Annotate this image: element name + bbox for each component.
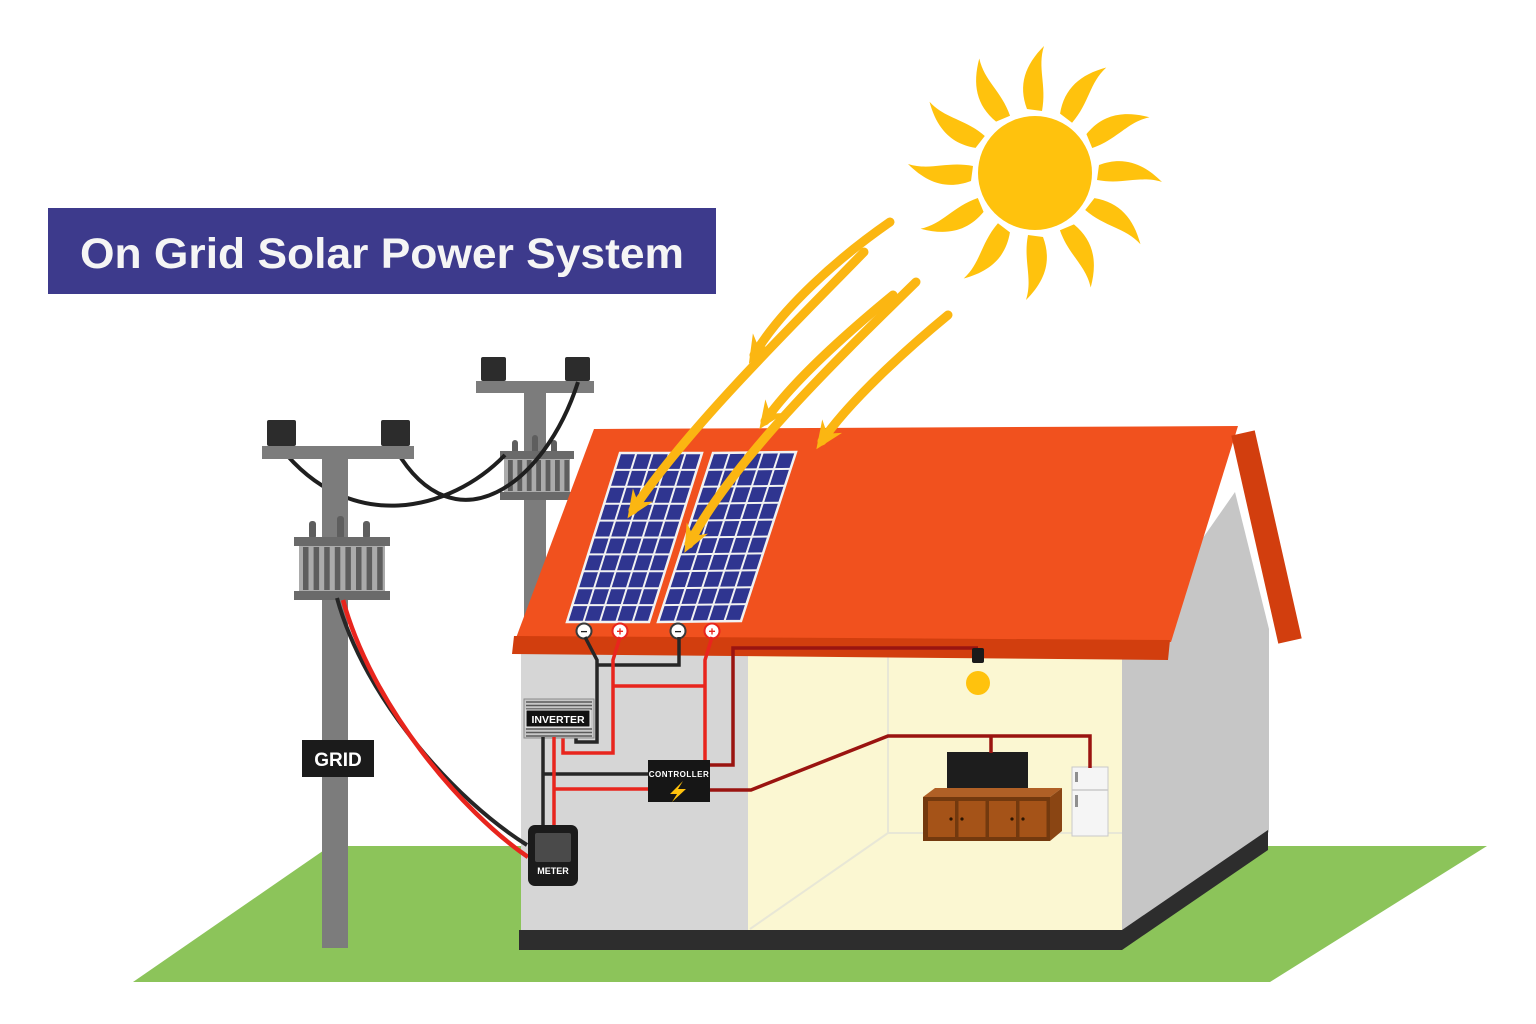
inverter-label: INVERTER <box>531 714 585 726</box>
solar-panel-1 <box>567 453 702 622</box>
sun-ray-arrow <box>627 247 869 519</box>
transformer-icon <box>294 516 390 600</box>
terminal-plus-label: + <box>708 625 715 639</box>
sun-ray-arrows <box>627 217 953 553</box>
insulator-icon <box>267 420 296 446</box>
fridge-icon <box>1071 766 1109 837</box>
terminal-minus-label: − <box>580 625 587 639</box>
dc-wiring <box>561 636 714 761</box>
tv-icon <box>947 752 1028 799</box>
grid-sign: GRID <box>302 740 374 777</box>
lightning-icon <box>670 781 686 802</box>
sun-ray-arrow <box>748 217 895 364</box>
utility-pole-near: GRID <box>262 420 414 948</box>
power-line <box>279 446 507 508</box>
interior-wiring <box>710 646 1092 792</box>
insulator-icon <box>565 357 590 381</box>
ac-wiring <box>541 737 650 827</box>
meter-label: METER <box>537 866 569 876</box>
grid-service-wire-neutral <box>335 597 529 847</box>
controller-label: CONTROLLER <box>649 770 710 779</box>
grid-service-wire-live <box>340 599 530 859</box>
panel-terminals: − + − + <box>575 622 721 640</box>
ceiling-wire <box>710 646 978 767</box>
grid-label: GRID <box>314 750 362 771</box>
power-line <box>394 381 580 502</box>
transformer-icon <box>500 435 574 500</box>
pv-negative-wire <box>598 637 681 667</box>
roof-edge-band <box>1231 430 1302 644</box>
insulator-icon <box>481 357 506 381</box>
title-banner: On Grid Solar Power System <box>48 208 716 294</box>
sun-icon <box>908 46 1162 300</box>
house-base <box>519 930 1122 950</box>
insulator-icon <box>381 420 410 446</box>
house-base-side <box>1122 830 1268 950</box>
inverter-box: INVERTER <box>523 698 595 739</box>
pv-positive-wire <box>561 636 622 755</box>
light-bulb-icon <box>966 648 990 695</box>
appliance-wire <box>710 734 1092 792</box>
meter-box: METER <box>528 825 578 886</box>
terminal-minus-label: − <box>674 625 681 639</box>
house <box>512 426 1302 950</box>
tv-cabinet-icon <box>923 788 1062 841</box>
pv-negative-wire <box>574 636 599 744</box>
terminal-plus-label: + <box>616 625 623 639</box>
controller-box: CONTROLLER <box>648 760 710 802</box>
page-title: On Grid Solar Power System <box>80 230 684 278</box>
sun-ray-arrow <box>684 277 921 553</box>
sun-ray-arrow <box>816 310 953 450</box>
pv-positive-wire <box>703 636 714 761</box>
sun-ray-arrow <box>759 290 898 430</box>
